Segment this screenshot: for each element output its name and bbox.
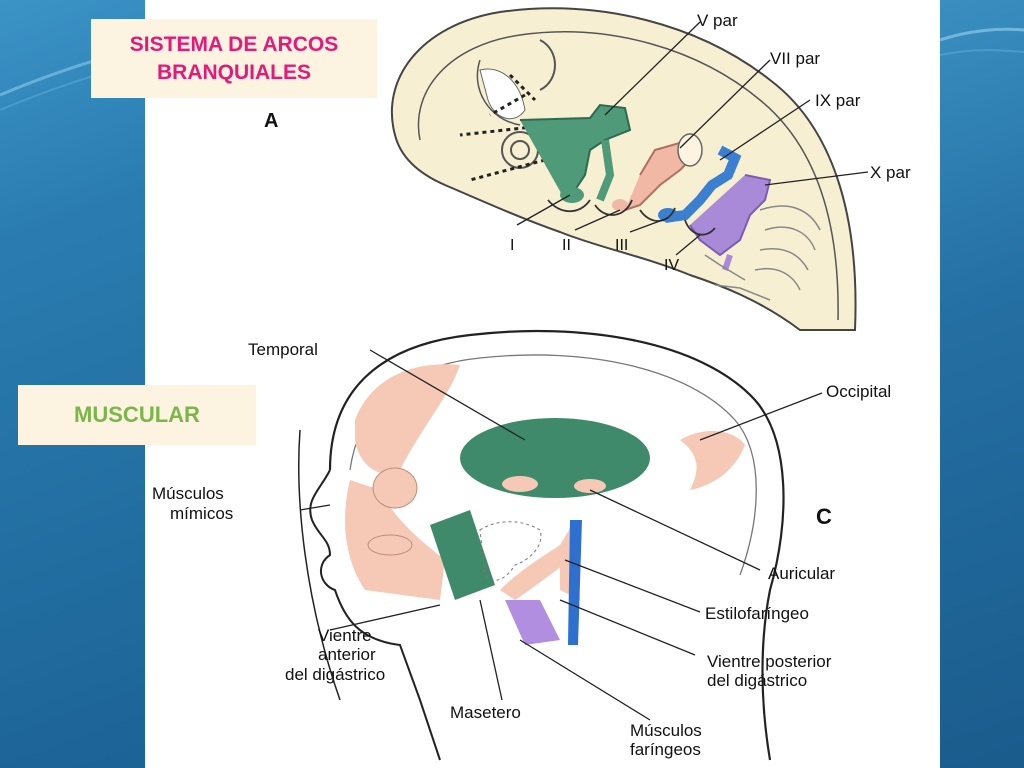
label-musculos-mimicos-1: Músculos [152,484,224,503]
masseter-muscle [430,510,495,600]
diagram-a-embryo: A V par VII par IX par X par I II III IV [264,7,911,331]
label-vientre-posterior-1: Vientre posterior [707,652,832,671]
nerve-vii [612,133,703,211]
label-vientre-anterior-2: anterior [318,645,376,664]
leader-lines-c [299,349,823,721]
label-vientre-anterior-3: del digástrico [285,665,385,684]
slide-title-box: SISTEMA DE ARCOS BRANQUIALES [91,19,377,98]
label-v-par: V par [697,11,738,30]
spinal-ganglia [704,205,821,301]
label-musculos-faringeos-1: Músculos [630,721,702,740]
section-label: MUSCULAR [74,402,200,427]
leader-lines-a [516,21,869,256]
label-auricular: Auricular [768,564,835,583]
panel-letter-a: A [264,110,278,132]
label-vientre-anterior-1: Vientre [318,626,372,645]
label-musculos-mimicos-2: mímicos [170,504,233,523]
label-vientre-posterior-2: del digástrico [707,671,807,690]
migration-arrows [459,73,551,182]
stylopharyngeus-muscle [568,520,582,645]
slide-title-line1: SISTEMA DE ARCOS [129,33,339,56]
label-arch-i: I [510,237,514,254]
label-masetero: Masetero [450,703,521,722]
slide-background-left [0,0,145,768]
branchial-arches [547,199,716,236]
slide-title-line2: BRANQUIALES [156,61,311,84]
figure-panel: A V par VII par IX par X par I II III IV [145,0,940,768]
label-musculos-faringeos-2: faríngeos [630,740,701,759]
embryology-diagram: A V par VII par IX par X par I II III IV [152,7,911,761]
label-ix-par: IX par [815,91,861,110]
temporal-muscle [460,418,650,498]
label-estilofaringeo: Estilofaríngeo [705,604,809,623]
label-arch-iv: IV [664,257,679,274]
label-arch-ii: II [562,237,571,254]
label-vii-par: VII par [770,49,820,68]
label-occipital: Occipital [826,382,891,401]
pharyngeal-muscles [505,600,560,645]
label-temporal: Temporal [248,340,318,359]
section-label-box: MUSCULAR [18,385,256,445]
nerve-v [519,103,632,203]
label-arch-iii: III [615,237,628,254]
label-x-par: X par [870,163,911,182]
panel-letter-c: C [816,504,832,529]
diagram-c-head: Temporal Occipital Músculos mímicos C Au… [152,329,891,761]
slide-background-right [940,0,1024,768]
nerve-x [689,174,772,271]
